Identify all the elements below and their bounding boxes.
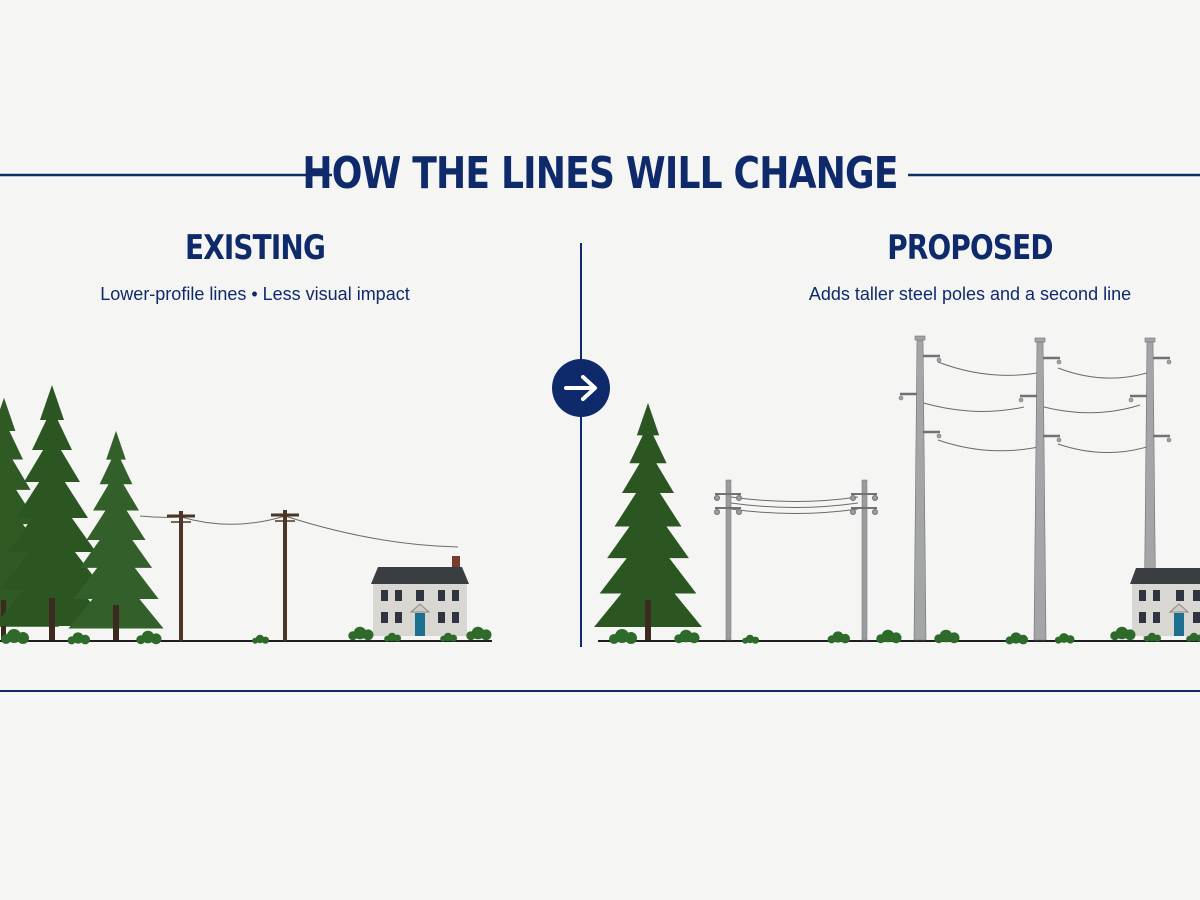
proposed-scene <box>594 335 1200 645</box>
existing-subtitle: Lower-profile lines • Less visual impact <box>100 284 410 304</box>
house-icon <box>348 556 492 642</box>
pine-tree-icon <box>68 430 164 640</box>
steel-pole-icon <box>850 479 878 641</box>
proposed-heading: PROPOSED <box>887 228 1053 268</box>
shrub-icon <box>1 629 269 645</box>
pine-tree-icon <box>0 385 110 640</box>
tall-steel-pole-icon <box>1018 337 1062 641</box>
existing-line-wires <box>730 496 859 514</box>
arrow-right-icon <box>552 359 610 417</box>
existing-wire <box>284 515 459 548</box>
diagram-title: HOW THE LINES WILL CHANGE <box>302 148 898 199</box>
existing-wire <box>180 515 286 525</box>
house-icon <box>1110 568 1200 642</box>
shrub-icon <box>609 629 1075 645</box>
existing-heading: EXISTING <box>184 228 326 268</box>
existing-scene <box>0 385 492 645</box>
proposed-subtitle: Adds taller steel poles and a second lin… <box>808 284 1132 304</box>
steel-pole-icon <box>714 479 742 641</box>
pine-tree-icon <box>594 402 702 640</box>
new-line-wires <box>919 361 1151 453</box>
wood-pole-icon <box>167 511 195 641</box>
tall-steel-pole-icon <box>898 335 942 641</box>
wood-pole-icon <box>271 510 299 641</box>
